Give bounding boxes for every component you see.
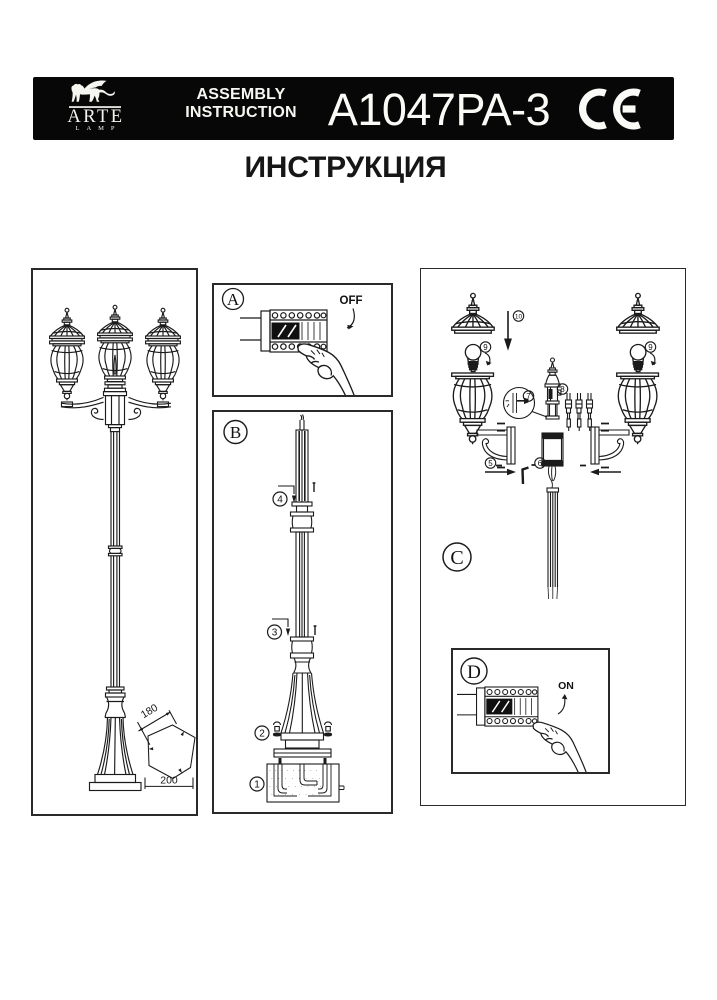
panel-d-label-circle [460, 657, 488, 685]
step-2-circle [254, 725, 270, 741]
lamp-arm-icon [476, 426, 516, 465]
magnifier-icon [502, 386, 536, 420]
step-9-marker: 9 [483, 343, 488, 352]
panel-b-label: B [230, 423, 241, 442]
terminal-block-icon [456, 686, 539, 727]
head-assembly-drawing: 10 9 9 7 8 5 6 C [442, 292, 660, 600]
bulb-icon [464, 343, 482, 373]
panel-d-label: D [467, 662, 481, 683]
doc-type-line2: INSTRUCTION [185, 103, 297, 121]
lantern-cap-icon [451, 292, 495, 334]
hex-key-icon [521, 466, 529, 485]
dim-200-label: 200 [160, 775, 178, 787]
doc-type: ASSEMBLY INSTRUCTION [183, 86, 299, 121]
pointing-hand-icon [525, 720, 594, 772]
header-bar: ARTE LAMP ASSEMBLY INSTRUCTION A1047PA-3 [33, 77, 674, 140]
panel-c-label-circle [442, 542, 472, 572]
lantern-body-icon [616, 372, 660, 426]
pole-assembly-drawing: ········· ········ ········· ········ 4 … [223, 414, 345, 803]
lamp-post-drawing: 180 200 [49, 304, 196, 792]
lamp-post-figure [49, 304, 181, 792]
model-number: A1047PA-3 [327, 84, 551, 135]
turn-arrow-icon [346, 308, 355, 329]
step-7-marker: 7 [526, 392, 531, 401]
wire-connector-icon [564, 393, 573, 431]
ce-mark-icon [579, 88, 641, 130]
lantern-drop-icon [155, 384, 171, 401]
step-3-circle [266, 624, 283, 640]
step-5-marker: 5 [488, 459, 493, 468]
step-8-marker: 8 [560, 385, 565, 394]
step-4-marker: 4 [277, 495, 283, 506]
photocell-off-drawing: A OFF [221, 287, 364, 395]
svg-text:·········: ········· [269, 768, 321, 774]
step-1-circle [249, 776, 265, 792]
lantern-body-icon [97, 337, 133, 383]
lantern-cap-icon [49, 307, 85, 342]
panel-a-label: A [227, 290, 240, 309]
lantern-drop-icon [629, 424, 647, 445]
brand-subname: LAMP [75, 125, 122, 132]
step-2-marker: 2 [259, 729, 265, 740]
lantern-body-icon [49, 340, 85, 386]
step-9b-marker: 9 [648, 343, 653, 352]
doc-type-line1: ASSEMBLY [196, 86, 286, 103]
winged-lion-icon [69, 80, 121, 108]
step-4-circle [272, 491, 288, 507]
step-1-marker: 1 [254, 780, 260, 791]
brand-logo: ARTE LAMP [61, 78, 129, 138]
lantern-drop-icon [59, 384, 75, 401]
switch-on-label: ON [558, 680, 574, 692]
svg-text:········: ········ [271, 776, 326, 782]
switch-off-label: OFF [340, 295, 363, 307]
panel-overview: 180 200 [31, 268, 198, 816]
panel-b: ········· ········ ········· ········ 4 … [212, 410, 393, 814]
panel-c-label: C [450, 547, 463, 569]
bulb-icon [629, 343, 647, 373]
lantern-body-icon [451, 372, 495, 426]
step-10-marker: 10 [515, 314, 523, 321]
panel-a-label-circle [221, 287, 245, 311]
dim-180-label: 180 [139, 702, 160, 721]
lantern-cap-icon [145, 307, 181, 342]
page-title: ИНСТРУКЦИЯ [244, 151, 447, 184]
lamp-arm-icon [590, 426, 630, 465]
lantern-cap-icon [616, 292, 660, 334]
panel-a: A OFF [212, 283, 393, 397]
panel-c: 10 9 9 7 8 5 6 C D ON [420, 268, 686, 806]
svg-text:········: ········ [271, 792, 326, 798]
pointing-hand-icon [289, 342, 364, 395]
brand-name: ARTE [67, 107, 125, 127]
lantern-body-icon [145, 340, 181, 386]
svg-text:·········: ········· [269, 784, 326, 790]
wire-connector-icon [585, 392, 594, 432]
photocell-on-drawing: D ON [456, 657, 594, 772]
panel-d: D ON [451, 648, 610, 774]
wire-connector-icon [575, 392, 583, 432]
step-6-marker: 6 [538, 459, 543, 468]
step-3-marker: 3 [272, 628, 278, 639]
lantern-cap-icon [97, 304, 133, 339]
base-dimension-figure [137, 710, 196, 789]
panel-b-label-circle [223, 419, 248, 445]
